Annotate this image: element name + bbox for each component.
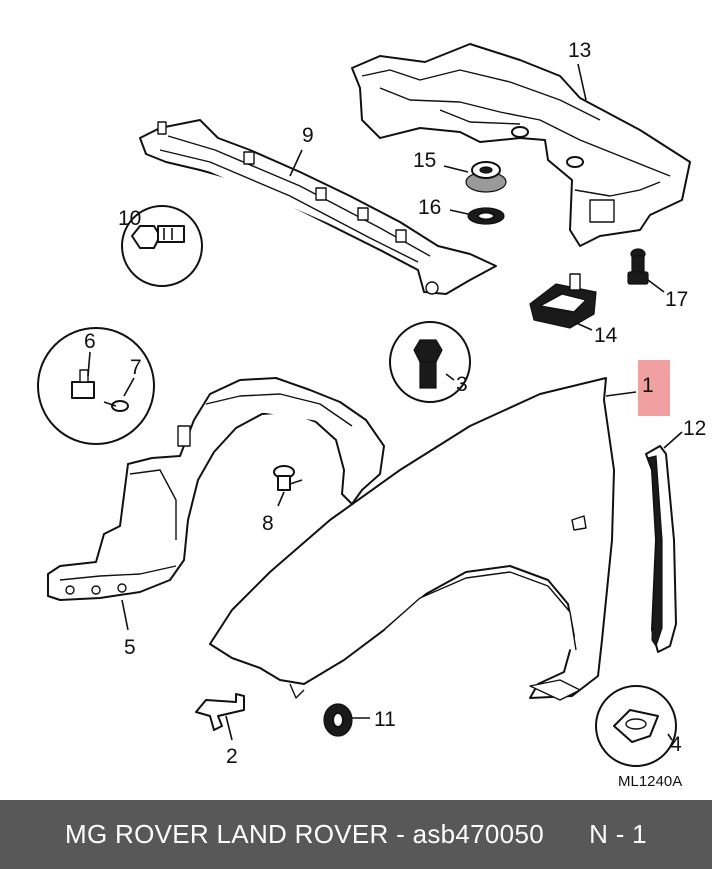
callout-12: 12 (683, 417, 706, 440)
part-9-crossmember (139, 119, 497, 295)
footer-title: MG ROVER LAND ROVER - asb470050 N - 1 (65, 819, 647, 849)
callout-11: 11 (374, 708, 396, 731)
part-12-seal-strip (645, 431, 683, 653)
part-15-grommet (443, 161, 507, 193)
exploded-parts-diagram: 13 9 10 (37, 39, 706, 790)
part-11-grommet (323, 703, 370, 737)
callout-6: 6 (84, 330, 96, 353)
callout-16: 16 (418, 196, 441, 219)
callout-2: 2 (226, 745, 238, 768)
part-4-plug (595, 685, 677, 767)
part-2-bracket (195, 693, 245, 741)
callout-7: 7 (130, 356, 142, 379)
part-5-wheel-arch-liner (47, 377, 385, 631)
callout-1: 1 (642, 374, 654, 397)
callout-17: 17 (665, 288, 688, 311)
part-1-front-fender (209, 377, 637, 701)
part-8-push-clip (273, 465, 303, 507)
callout-13: 13 (568, 39, 591, 62)
drawing-code: ML1240A (618, 773, 682, 790)
part-10-bolt (121, 205, 203, 287)
callout-5: 5 (124, 636, 136, 659)
part-14-clip (529, 273, 597, 331)
callout-8: 8 (262, 512, 274, 535)
callout-14: 14 (594, 324, 618, 347)
callout-15: 15 (413, 149, 436, 172)
part-16-washer (449, 207, 505, 225)
footer-bar: MG ROVER LAND ROVER - asb470050 N - 1 (0, 800, 712, 869)
part-6-7-clip-screw (37, 327, 155, 445)
part-13-support-bracket (351, 43, 691, 247)
callout-10: 10 (118, 207, 141, 230)
callout-1-highlight (638, 360, 670, 416)
callout-9: 9 (302, 124, 314, 147)
part-17-bolt (627, 248, 665, 293)
part-3-bolt (389, 321, 471, 403)
callout-3: 3 (456, 373, 468, 396)
callout-4: 4 (670, 733, 682, 756)
